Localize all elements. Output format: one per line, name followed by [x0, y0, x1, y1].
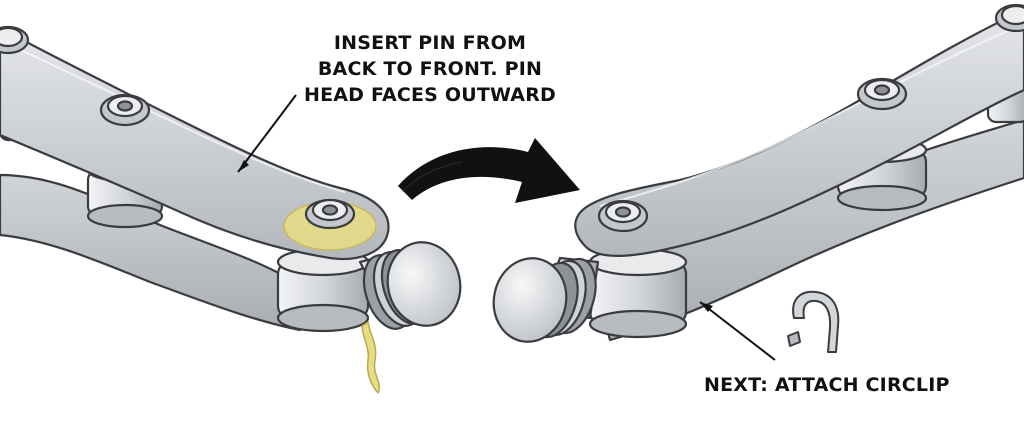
left-pin-end [358, 241, 462, 330]
leader-line-pin [237, 94, 297, 173]
right-rivet-1 [856, 77, 908, 111]
left-rivet-end [283, 198, 377, 251]
leader-line-circlip [699, 301, 776, 361]
right-roller-2 [588, 247, 688, 339]
next-step-callout: NEXT: ATTACH CIRCLIP [704, 374, 950, 396]
right-chain-section [492, 3, 1024, 343]
right-rivet-end [597, 199, 649, 233]
pin-instruction-line-2: BACK TO FRONT. PIN [317, 58, 543, 80]
right-pin-end [492, 256, 600, 343]
left-rivet-0 [0, 25, 30, 55]
curved-arrow-icon [398, 138, 580, 203]
left-chain-section [0, 25, 462, 394]
oil-drip-icon [361, 321, 380, 394]
pin-instruction-line-3: HEAD FACES OUTWARD [303, 84, 557, 106]
left-roller-2 [276, 247, 370, 333]
circlip-icon [787, 290, 840, 353]
pin-instruction-callout: INSERT PIN FROM BACK TO FRONT. PIN HEAD … [300, 30, 560, 108]
pin-instruction-line-1: INSERT PIN FROM [333, 32, 527, 54]
right-rivet-0 [994, 3, 1024, 33]
left-rivet-1 [99, 93, 151, 127]
